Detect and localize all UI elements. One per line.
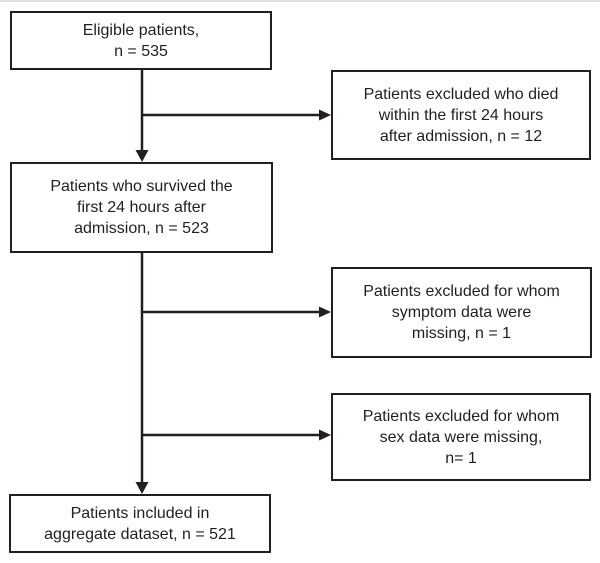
box-survived-24h-label: Patients who survived the first 24 hours…: [50, 178, 233, 237]
box-eligible-patients: Eligible patients, n = 535: [10, 11, 272, 70]
box-excluded-sex-missing-label: Patients excluded for whom sex data were…: [362, 407, 560, 467]
arrow-survived-to-included: [135, 253, 149, 494]
box-included-aggregate-label: Patients included in aggregate dataset, …: [44, 504, 236, 543]
arrow-eligible-to-survived: [135, 70, 149, 162]
box-included-aggregate: Patients included in aggregate dataset, …: [9, 494, 271, 553]
branch-arrow-excluded-died: [142, 109, 331, 121]
box-excluded-died-24h-label: Patients excluded who died within the fi…: [363, 85, 559, 145]
box-eligible-patients-label: Eligible patients, n = 535: [82, 21, 200, 60]
branch-arrow-excluded-symptom: [142, 306, 331, 318]
box-survived-24h: Patients who survived the first 24 hours…: [10, 162, 273, 253]
branch-arrow-excluded-sex: [142, 429, 331, 441]
box-excluded-symptom-missing-label: Patients excluded for whom symptom data …: [363, 283, 560, 342]
box-excluded-sex-missing: Patients excluded for whom sex data were…: [331, 393, 591, 481]
box-excluded-died-24h: Patients excluded who died within the fi…: [331, 70, 591, 160]
scan-edge-artifact: [0, 0, 600, 2]
box-excluded-symptom-missing: Patients excluded for whom symptom data …: [331, 267, 592, 358]
